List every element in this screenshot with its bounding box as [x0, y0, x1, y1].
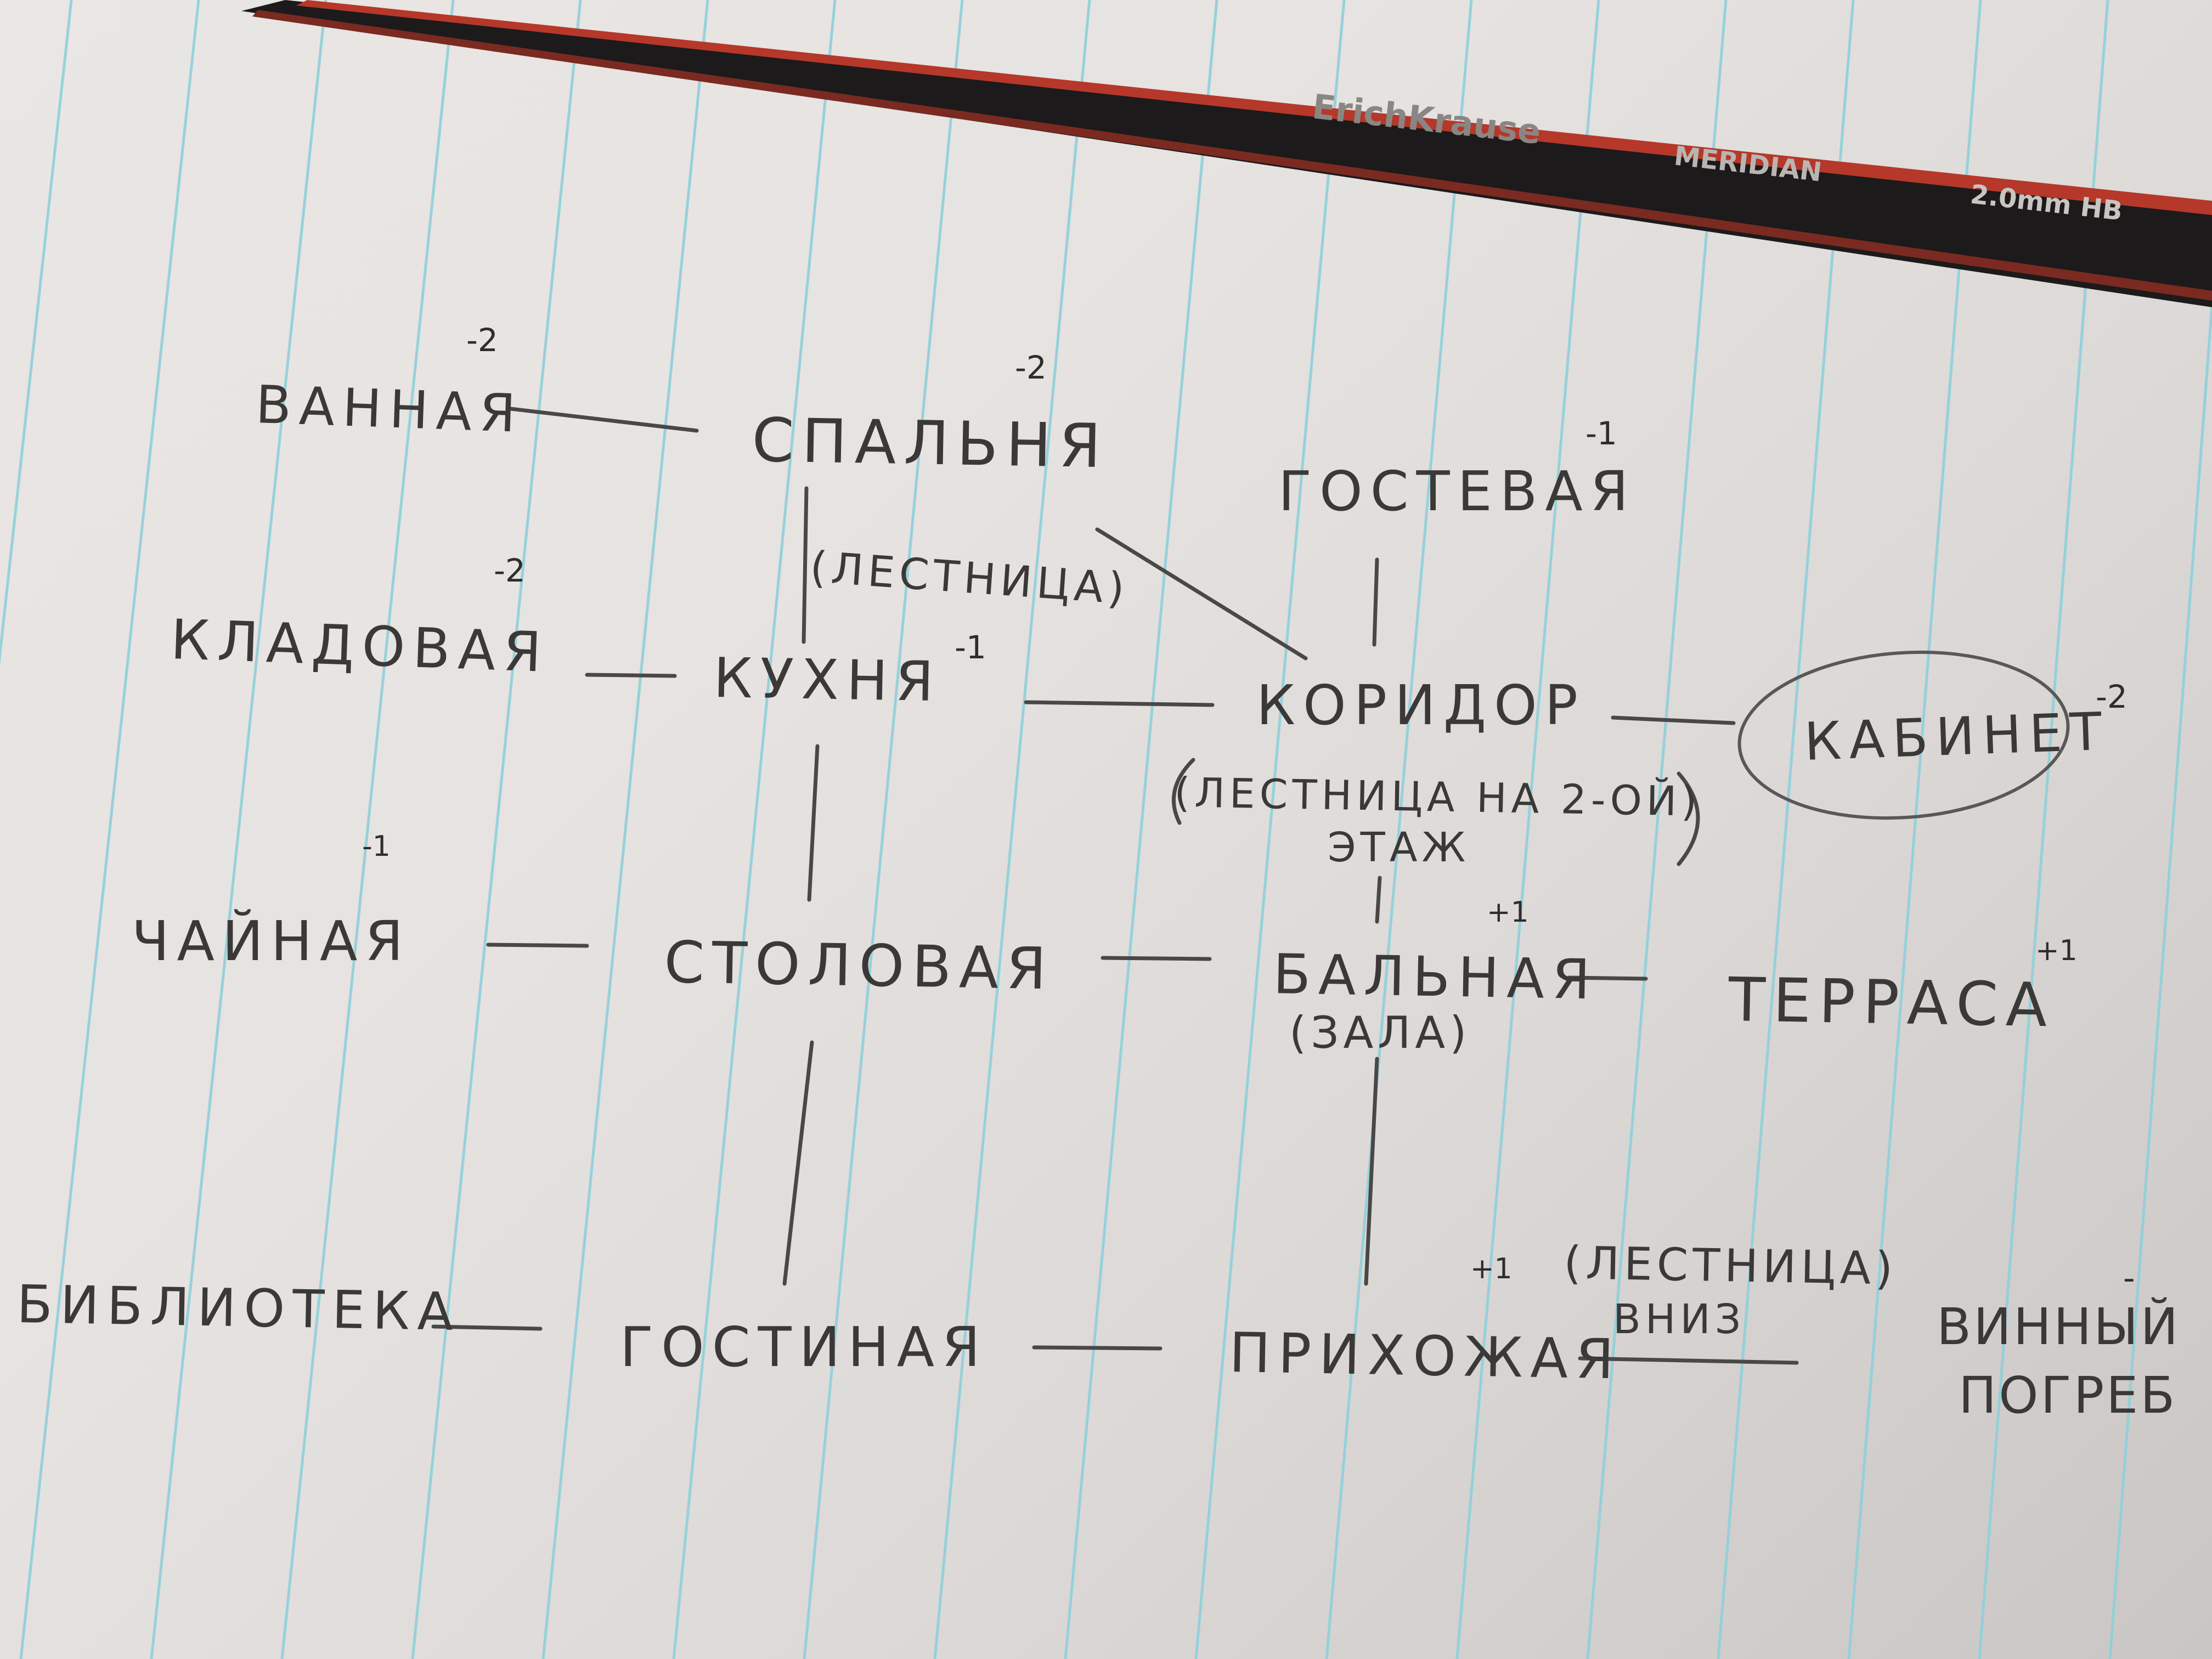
ruled-line — [1064, 0, 1218, 1659]
node-vannaya: ВАННАЯ — [255, 375, 524, 444]
edge-kukhnya-koridor — [1024, 700, 1215, 707]
mark-kladovaya: -2 — [494, 552, 526, 589]
edge-spalnya-kukhnya — [802, 486, 809, 644]
edge-gostevaya-koridor — [1372, 557, 1379, 647]
ruled-line — [541, 0, 709, 1659]
mark-gostevaya: -1 — [1585, 415, 1617, 452]
balnaya-note: (ЗАЛА) — [1289, 1007, 1471, 1058]
mark-kabinet: -2 — [2096, 678, 2128, 715]
node-vinny-line1: ВИННЫЙ — [1937, 1297, 2180, 1356]
ruled-line — [672, 0, 837, 1659]
node-chainaya: ЧАЙНАЯ — [132, 909, 411, 973]
diagram-edges — [431, 407, 1799, 1365]
edge-prikhozhaya-pogreb — [1578, 1356, 1799, 1365]
mark-prikhozhaya: +1 — [1470, 1252, 1513, 1285]
ruled-line — [19, 0, 200, 1659]
mark-balnaya: +1 — [1487, 896, 1529, 929]
koridor-note-line2: ЭТАЖ — [1328, 824, 1470, 871]
node-koridor: КОРИДОР — [1256, 673, 1585, 737]
ruled-line — [1325, 0, 1473, 1659]
pencil-stripe — [296, 0, 2212, 215]
mark-terrasa: +1 — [2035, 934, 2078, 967]
edge-balnaya-prikhozhaya — [1364, 1057, 1379, 1286]
node-kabinet: КАБИНЕТ — [1803, 702, 2111, 772]
diagram-nodes: ВАННАЯ -2 СПАЛЬНЯ -2 ГОСТЕВАЯ -1 (ЛЕСТНИ… — [16, 321, 2180, 1425]
koridor-note-open-bracket — [1171, 758, 1195, 825]
node-gostinaya: ГОСТИНАЯ — [620, 1315, 988, 1379]
edge-gostinaya-prikhozhaya — [1032, 1345, 1163, 1351]
mark-vannaya: -2 — [466, 321, 498, 359]
staircase-down-line2: ВНИЗ — [1613, 1296, 1745, 1343]
pencil: ErichKrause MERIDIAN 2.0mm HB — [241, 0, 2212, 307]
koridor-note-line1: (ЛЕСТНИЦА НА 2-ОЙ) — [1174, 768, 1702, 826]
edge-spalnya-koridor — [1095, 527, 1308, 661]
koridor-note-bracket — [1677, 771, 1700, 866]
ruled-line — [803, 0, 964, 1659]
edge-kladovaya-kukhnya — [585, 673, 677, 678]
node-spalnya: СПАЛЬНЯ — [752, 405, 1109, 481]
node-vinny-line2: ПОГРЕБ — [1959, 1366, 2177, 1425]
mark-vinny-pogreb: - — [2123, 1259, 2135, 1297]
node-terrasa: ТЕРРАСА — [1728, 964, 2056, 1040]
mark-kukhnya: -1 — [955, 629, 986, 666]
edge-vannaya-spalnya — [508, 407, 699, 433]
edge-stolovaya-balnaya — [1101, 956, 1212, 961]
node-staircase-1: (ЛЕСТНИЦА) — [809, 543, 1131, 614]
kabinet-circle — [1737, 650, 2070, 820]
ruled-line — [1847, 0, 1982, 1659]
ruled-line — [411, 0, 582, 1659]
edge-stolovaya-gostinaya — [782, 1040, 814, 1286]
node-prikhozhaya: ПРИХОЖАЯ — [1229, 1321, 1622, 1391]
node-gostevaya: ГОСТЕВАЯ — [1278, 459, 1636, 523]
mark-chainaya: -1 — [362, 830, 391, 863]
edge-kukhnya-stolovaya — [807, 744, 820, 902]
node-balnaya: БАЛЬНАЯ — [1273, 942, 1599, 1012]
mark-spalnya: -2 — [1015, 349, 1047, 386]
ruled-line — [1194, 0, 1346, 1659]
node-biblioteka: БИБЛИОТЕКА — [16, 1274, 461, 1342]
ruled-line — [150, 0, 328, 1659]
pencil-edge-stripe — [252, 10, 2212, 301]
ruled-line — [2108, 287, 2212, 1659]
ruled-line — [0, 0, 73, 667]
node-kukhnya: КУХНЯ — [713, 646, 942, 714]
node-kladovaya: КЛАДОВАЯ — [170, 607, 550, 685]
ruled-line — [280, 0, 455, 1659]
edge-chainaya-stolovaya — [486, 943, 589, 948]
edge-koridor-kabinet — [1611, 715, 1736, 725]
ruled-line — [933, 0, 1091, 1659]
edge-koridor-balnaya — [1375, 876, 1382, 924]
ruled-line — [1586, 0, 1728, 1659]
ruled-line — [1455, 0, 1600, 1659]
ruled-line — [1717, 0, 1855, 1659]
edge-balnaya-terrasa — [1567, 975, 1648, 981]
node-stolovaya: СТОЛОВАЯ — [664, 929, 1055, 1002]
staircase-down-line1: (ЛЕСТНИЦА) — [1564, 1237, 1898, 1295]
edge-biblioteka-gostinaya — [431, 1324, 543, 1331]
